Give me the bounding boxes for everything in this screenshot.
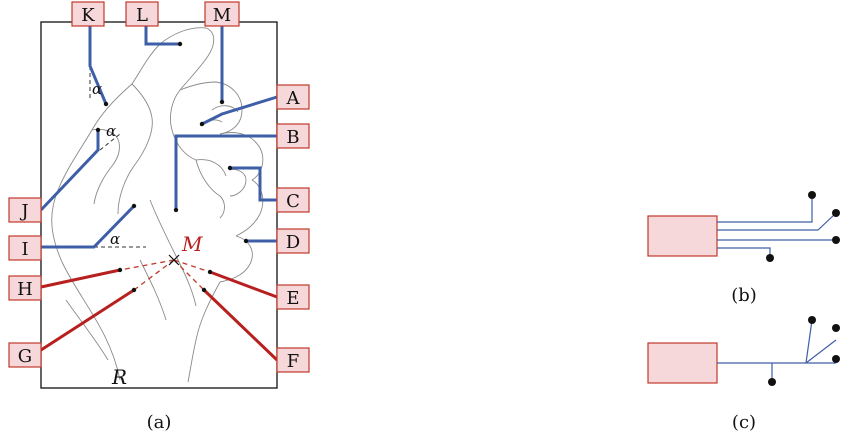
svg-text:A: A	[286, 88, 301, 109]
leader-H	[40, 268, 121, 289]
caption-a: (a)	[147, 412, 172, 433]
svg-text:J: J	[19, 201, 28, 222]
panel-c-dots	[768, 316, 840, 386]
label-box-B: B	[276, 123, 310, 149]
svg-text:F: F	[287, 351, 300, 372]
angle-alpha-k: α	[92, 80, 102, 98]
leader-J	[39, 130, 100, 212]
leader-E	[209, 270, 278, 299]
leader-I	[41, 204, 136, 249]
angle-alpha-j: α	[106, 122, 116, 140]
angle-helpers	[89, 66, 146, 248]
angle-alpha-i: α	[110, 230, 120, 248]
red-dashed-rays	[119, 259, 211, 291]
svg-text:B: B	[286, 127, 299, 148]
label-box-F: F	[276, 347, 310, 373]
label-box-H: H	[8, 275, 42, 301]
leader-A	[201, 95, 278, 126]
panel-a: M α α α R K L M A B C	[8, 1, 310, 433]
svg-text:D: D	[286, 232, 300, 253]
leader-K	[88, 22, 108, 105]
svg-text:E: E	[286, 288, 299, 309]
leader-B	[174, 134, 277, 210]
caption-c: (c)	[732, 412, 756, 433]
leader-G	[40, 288, 135, 352]
svg-text:K: K	[81, 5, 95, 26]
label-box-D: D	[276, 228, 310, 254]
panel-b-dots	[766, 191, 840, 262]
leader-C	[230, 166, 277, 202]
leader-F	[202, 288, 279, 362]
center-marker: M	[168, 232, 203, 266]
label-box-C: C	[276, 187, 310, 213]
svg-text:H: H	[17, 279, 33, 300]
blue-leaders	[39, 22, 278, 249]
svg-text:M: M	[213, 5, 231, 26]
label-box-M: M	[204, 1, 240, 27]
hand-sketch	[51, 27, 264, 383]
panel-c: (c)	[647, 316, 840, 433]
label-box-G: G	[8, 342, 42, 368]
leader-L	[144, 22, 180, 46]
svg-text:L: L	[136, 5, 148, 26]
caption-b: (b)	[731, 285, 757, 306]
red-leaders	[40, 268, 279, 362]
panel-a-frame	[40, 21, 278, 389]
svg-text:G: G	[18, 346, 32, 367]
region-label: R	[111, 365, 127, 389]
label-box-I: I	[8, 235, 42, 261]
svg-text:I: I	[21, 239, 28, 260]
panel-c-box	[647, 342, 718, 384]
label-box-J: J	[8, 197, 42, 223]
label-box-A: A	[276, 84, 310, 110]
center-label: M	[181, 232, 203, 256]
label-box-K: K	[71, 1, 105, 27]
endpoint-dots	[95, 41, 249, 293]
panel-b: (b)	[647, 191, 840, 306]
label-box-E: E	[276, 284, 310, 310]
label-box-L: L	[125, 1, 159, 27]
svg-text:C: C	[286, 191, 300, 212]
panel-b-box	[647, 215, 718, 257]
